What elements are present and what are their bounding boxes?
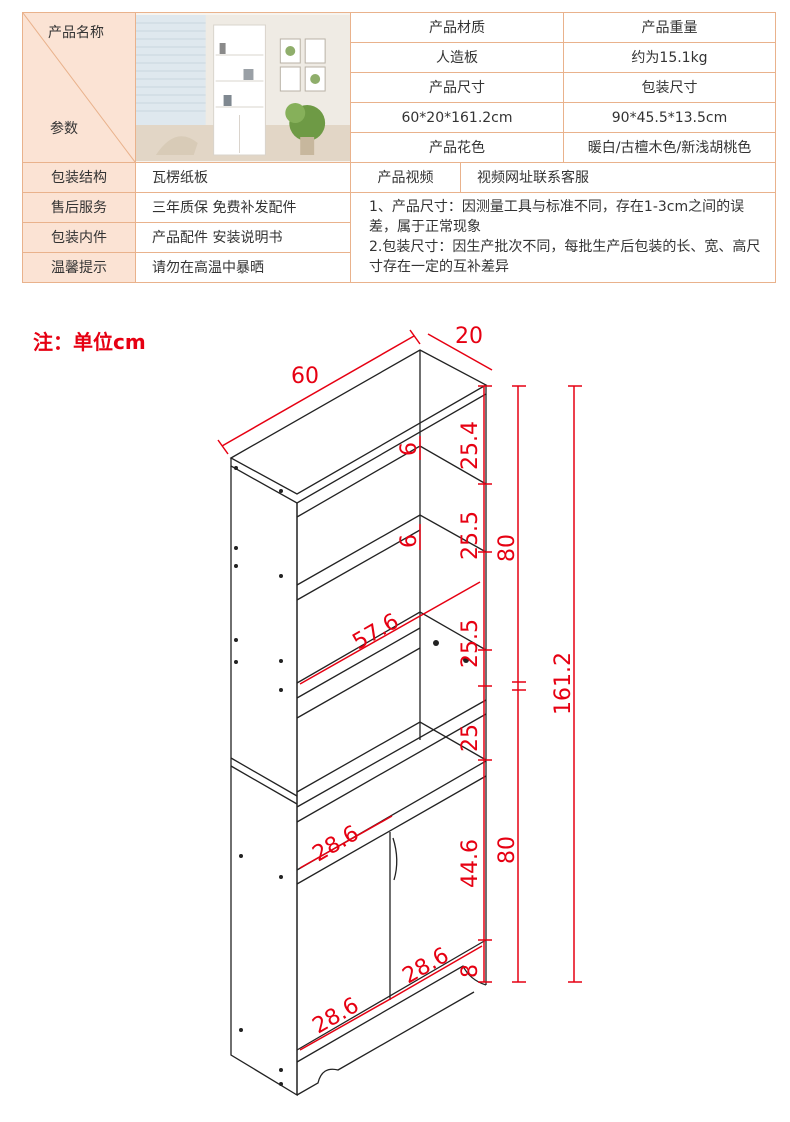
- diagonal-divider: [23, 13, 135, 162]
- total-height-label: 161.2: [551, 652, 576, 715]
- tips-value: 请勿在高温中暴晒: [135, 252, 351, 283]
- bookcase-outline: [229, 349, 488, 1097]
- product-name-label: 产品名称: [48, 25, 104, 41]
- door-width-left-label: 28.6: [309, 993, 364, 1039]
- material-label: 产品材质: [350, 12, 564, 43]
- shelf-thickness-label-2: 6: [397, 534, 422, 548]
- door-width-right-label: 28.6: [399, 943, 454, 989]
- dimension-labels: 60 20 25.4 25.5 25.5 25 44.6 8 80 80 161…: [291, 324, 576, 1039]
- pack-size-value: 90*45.5*13.5cm: [563, 102, 776, 133]
- video-label: 产品视频: [350, 162, 461, 193]
- header-corner-cell: 产品名称 参数: [22, 12, 136, 163]
- notes-cell: 1、产品尺寸：因测量工具与标准不同，存在1-3cm之间的误差，属于正常现象 2.…: [350, 192, 776, 283]
- cabinet-shelf-depth-label: 28.6: [309, 821, 364, 867]
- shelf-thickness-label-1: 6: [397, 442, 422, 456]
- spec-table: 产品名称 参数: [22, 12, 776, 283]
- product-photo-cell: [135, 12, 351, 163]
- contents-label: 包装内件: [22, 222, 136, 253]
- service-value: 三年质保 免费补发配件: [135, 192, 351, 223]
- size-label: 产品尺寸: [350, 72, 564, 103]
- pack-struct-label: 包装结构: [22, 162, 136, 193]
- depth-label: 20: [455, 324, 483, 349]
- cabinet-height-label: 44.6: [458, 839, 483, 888]
- pack-size-label: 包装尺寸: [563, 72, 776, 103]
- shelf1-height-label: 25.4: [458, 421, 483, 470]
- tips-label: 温馨提示: [22, 252, 136, 283]
- note-line-2: 2.包装尺寸：因生产批次不同，每批生产后包装的长、宽、高尺寸存在一定的互补差异: [369, 239, 761, 275]
- shelf2-height-label: 25.5: [458, 511, 483, 560]
- note-line-1: 1、产品尺寸：因测量工具与标准不同，存在1-3cm之间的误差，属于正常现象: [369, 199, 745, 235]
- hole-dots: [234, 466, 469, 1086]
- contents-value: 产品配件 安装说明书: [135, 222, 351, 253]
- color-value: 暖白/古檀木色/新浅胡桃色: [563, 132, 776, 163]
- shelf3-height-label: 25.5: [458, 619, 483, 668]
- unit-note: 注：单位cm: [33, 330, 146, 354]
- inner-width-label: 57.6: [349, 609, 404, 655]
- upper-total-label: 80: [495, 534, 520, 562]
- base-height-label: 8: [458, 964, 483, 978]
- size-value: 60*20*161.2cm: [350, 102, 564, 133]
- shelf4-height-label: 25: [458, 724, 483, 752]
- dimension-lines: [217, 329, 582, 1051]
- lower-total-label: 80: [495, 836, 520, 864]
- params-label: 参数: [50, 121, 78, 137]
- product-photo: [136, 14, 350, 161]
- width-label: 60: [291, 364, 319, 389]
